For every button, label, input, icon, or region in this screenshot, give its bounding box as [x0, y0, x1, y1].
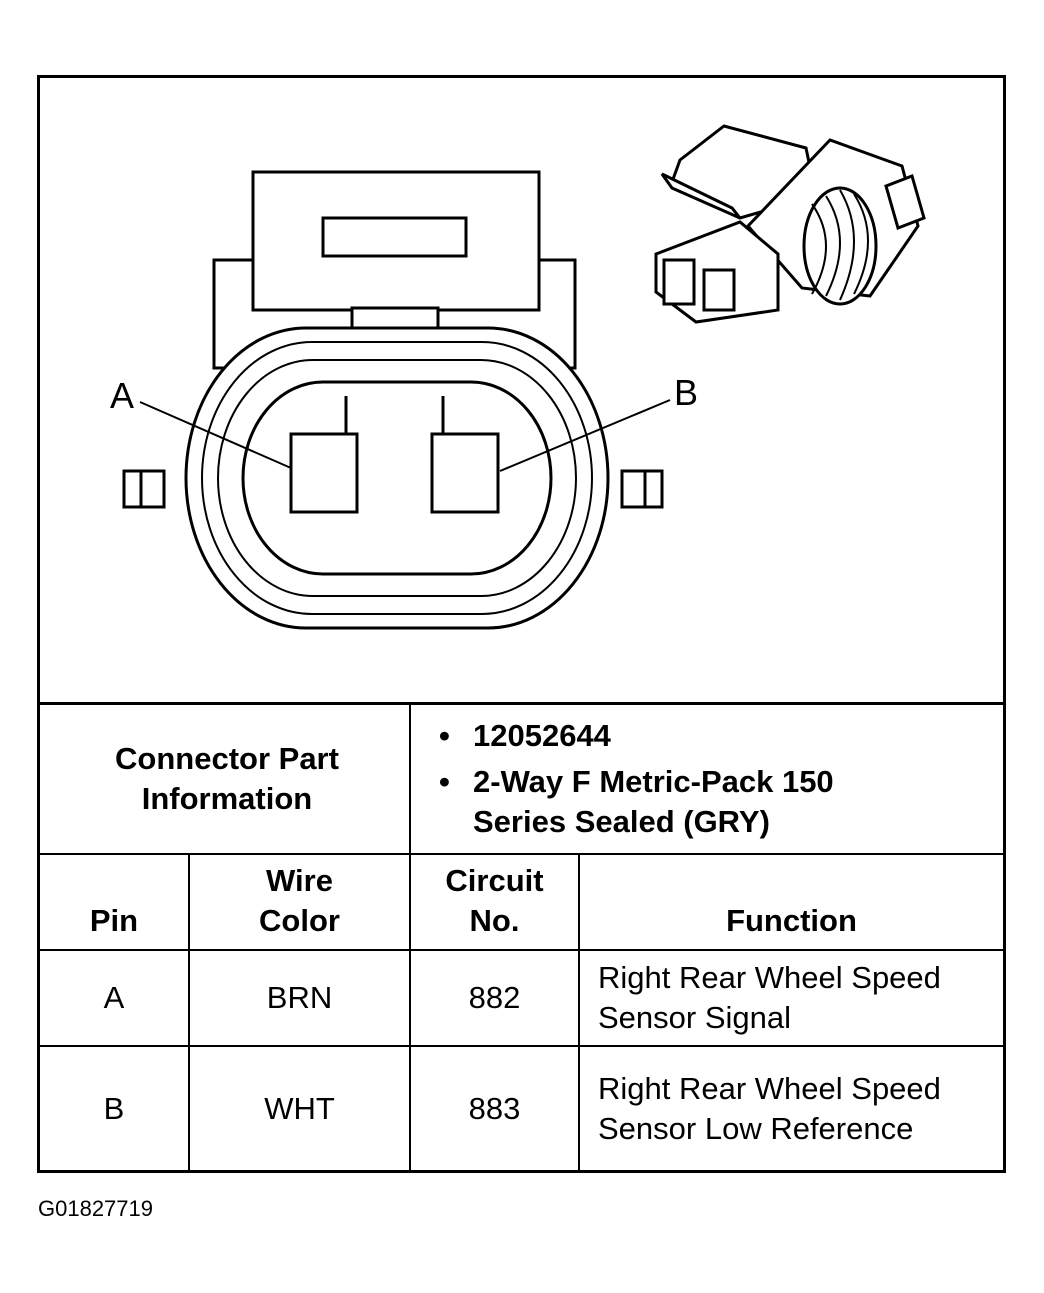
connector-face-diagram: A B [110, 124, 926, 630]
connector-description: 2-Way F Metric-Pack 150 Series Sealed (G… [439, 762, 893, 842]
pin-a-label: A [110, 375, 134, 416]
table-row: A BRN 882 Right Rear Wheel Speed Sensor … [40, 948, 1003, 1047]
circuit-cell: 882 [409, 948, 580, 1047]
pin-a-leader [139, 401, 292, 469]
header-circuit-label: Circuit [445, 862, 544, 898]
connector-info-label: Connector Part Information [115, 740, 339, 816]
table-row: B WHT 883 Right Rear Wheel Speed Sensor … [40, 1044, 1003, 1172]
table-header-row: Pin Wire Color Circuit No. Function [40, 852, 1003, 951]
connector-table: Connector Part Information 12052644 2-Wa… [40, 702, 1003, 1172]
pin-b-leader [499, 399, 671, 472]
pin-b-label: B [674, 372, 698, 413]
header-color-label: Color [259, 902, 340, 938]
header-circuit: Circuit No. [409, 852, 580, 951]
circuit-cell: 883 [409, 1044, 580, 1172]
wire-color-cell: BRN [188, 948, 411, 1047]
header-function-label: Function [726, 902, 857, 938]
header-pin: Pin [40, 852, 190, 951]
left-post [122, 469, 166, 509]
header-pin-label: Pin [89, 902, 139, 938]
right-post [620, 469, 664, 509]
header-function: Function [578, 852, 1003, 951]
connector-info-list: 12052644 2-Way F Metric-Pack 150 Series … [409, 702, 1003, 855]
connector-perspective-icon [654, 124, 926, 324]
cavity-face [241, 380, 553, 576]
diagram-frame: A B Connector Part Information [37, 75, 1006, 1173]
connector-info-row: Connector Part Information 12052644 2-Wa… [40, 702, 1003, 855]
function-cell: Right Rear Wheel Speed Sensor Low Refere… [578, 1044, 1003, 1172]
pin-cell: A [40, 948, 190, 1047]
connector-part-number: 12052644 [439, 716, 1003, 756]
header-no-label: No. [469, 902, 520, 938]
pin-cell: B [40, 1044, 190, 1172]
pin-b-terminal [430, 432, 500, 514]
connector-info-label-cell: Connector Part Information [40, 702, 411, 855]
pin-a-terminal [289, 432, 359, 514]
header-wire-color: Wire Color [188, 852, 411, 951]
wire-color-cell: WHT [188, 1044, 411, 1172]
latch-slot [321, 216, 468, 258]
function-cell: Right Rear Wheel Speed Sensor Signal [578, 948, 1003, 1047]
header-wire-label: Wire [266, 862, 333, 898]
figure-id-caption: G01827719 [38, 1196, 153, 1221]
